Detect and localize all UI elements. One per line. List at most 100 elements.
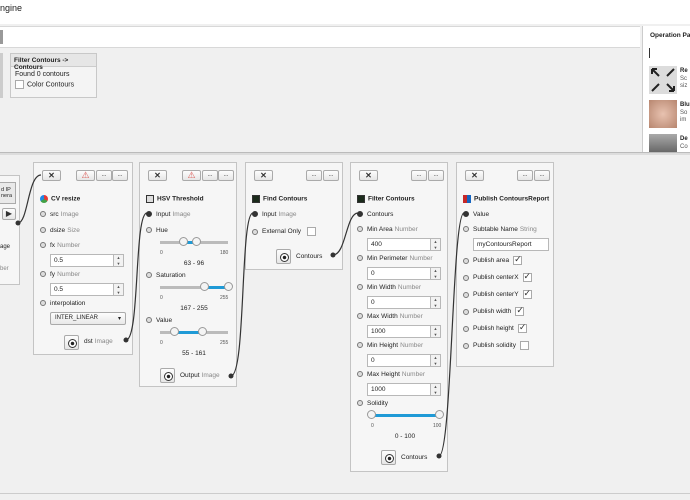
publish-area-checkbox[interactable] (513, 254, 523, 265)
input-socket[interactable] (463, 257, 469, 264)
input-socket[interactable] (463, 342, 469, 349)
interpolation-select[interactable]: INTER_LINEAR▾ (50, 312, 126, 325)
publish-width-checkbox[interactable] (515, 305, 525, 316)
warning-icon[interactable]: ⚠ (76, 170, 95, 181)
input-socket[interactable] (357, 255, 363, 262)
move-left-button[interactable]: ... (96, 170, 112, 181)
input-socket[interactable] (40, 242, 46, 249)
slider-high-handle[interactable] (198, 327, 208, 336)
input-socket[interactable] (40, 300, 46, 307)
max-height-spinner[interactable]: ▲▼ (431, 383, 441, 396)
input-socket[interactable] (357, 342, 363, 349)
warning-icon[interactable]: ⚠ (182, 170, 201, 181)
input-socket[interactable] (463, 291, 469, 298)
source-camera-button[interactable]: d IP nera (0, 182, 16, 204)
move-left-button[interactable]: ... (202, 170, 218, 181)
step-publish-contours-report[interactable]: ✕ ... ... Publish ContoursReport Value S… (456, 162, 554, 367)
input-socket[interactable] (146, 317, 152, 324)
remove-step-button[interactable]: ✕ (148, 170, 167, 181)
input-socket[interactable] (40, 227, 46, 234)
input-socket[interactable] (463, 325, 469, 332)
move-left-button[interactable]: ... (411, 170, 427, 181)
publish-height-checkbox[interactable] (517, 322, 527, 333)
slider-low-handle[interactable] (366, 410, 376, 419)
solidity-slider[interactable] (366, 410, 444, 419)
publish-centery-checkbox[interactable] (522, 288, 532, 299)
move-right-button[interactable]: ... (428, 170, 444, 181)
max-height-input[interactable]: 1000 (367, 383, 431, 396)
input-socket[interactable] (357, 313, 363, 320)
fx-spinner[interactable]: ▲▼ (114, 254, 124, 267)
input-socket[interactable] (357, 400, 363, 407)
input-socket[interactable] (463, 308, 469, 315)
input-socket[interactable] (252, 211, 258, 218)
saturation-slider[interactable] (160, 282, 233, 291)
slider-high-handle[interactable] (191, 237, 201, 246)
input-socket[interactable] (40, 211, 46, 218)
input-socket[interactable] (463, 226, 469, 233)
remove-step-button[interactable]: ✕ (254, 170, 273, 181)
preview-toggle-icon[interactable] (64, 335, 79, 350)
step-filter-contours[interactable]: ✕ ... ... Filter Contours Contours Min A… (350, 162, 448, 472)
input-socket[interactable] (146, 211, 152, 218)
input-socket[interactable] (146, 227, 152, 234)
move-right-button[interactable]: ... (112, 170, 128, 181)
move-right-button[interactable]: ... (218, 170, 234, 181)
move-right-button[interactable]: ... (323, 170, 339, 181)
input-socket[interactable] (463, 211, 469, 218)
min-height-input[interactable]: 0 (367, 354, 431, 367)
move-left-button[interactable]: ... (306, 170, 322, 181)
publish-centerx-checkbox[interactable] (522, 271, 532, 282)
move-left-button[interactable]: ... (517, 170, 533, 181)
subtable-name-input[interactable]: myContoursReport (473, 238, 549, 251)
move-right-button[interactable]: ... (534, 170, 550, 181)
pane-divider[interactable] (0, 152, 690, 155)
input-socket[interactable] (146, 272, 152, 279)
slider-high-handle[interactable] (223, 282, 233, 291)
min-area-input[interactable]: 400 (367, 238, 431, 251)
color-contours-checkbox[interactable] (15, 80, 24, 89)
min-width-spinner[interactable]: ▲▼ (431, 296, 441, 309)
min-perimeter-spinner[interactable]: ▲▼ (431, 267, 441, 280)
fy-spinner[interactable]: ▲▼ (114, 283, 124, 296)
fx-input[interactable]: 0.5 (50, 254, 114, 267)
input-socket[interactable] (252, 228, 258, 235)
min-height-spinner[interactable]: ▲▼ (431, 354, 441, 367)
input-socket[interactable] (463, 274, 469, 281)
preview-toggle-icon[interactable] (160, 368, 175, 383)
input-socket[interactable] (357, 284, 363, 291)
min-perimeter-input[interactable]: 0 (367, 267, 431, 280)
slider-low-handle[interactable] (200, 282, 210, 291)
input-socket[interactable] (357, 211, 363, 218)
max-width-input[interactable]: 1000 (367, 325, 431, 338)
slider-low-handle[interactable] (179, 237, 189, 246)
palette-item-desaturate[interactable]: De Co (647, 134, 690, 152)
input-socket[interactable] (357, 371, 363, 378)
min-area-spinner[interactable]: ▲▼ (431, 238, 441, 251)
value-slider[interactable] (160, 327, 228, 336)
max-width-spinner[interactable]: ▲▼ (431, 325, 441, 338)
slider-low-handle[interactable] (170, 327, 180, 336)
min-width-input[interactable]: 0 (367, 296, 431, 309)
window-title: ngine (0, 3, 23, 13)
play-button[interactable]: ▶ (2, 208, 16, 220)
external-only-checkbox[interactable] (307, 227, 317, 236)
hue-slider[interactable] (160, 237, 228, 246)
input-socket[interactable] (357, 226, 363, 233)
color-contours-toggle[interactable]: Color Contours (15, 80, 92, 90)
input-socket[interactable] (40, 271, 46, 278)
toolbar (0, 26, 640, 48)
preview-toggle-icon[interactable] (381, 450, 396, 465)
slider-high-handle[interactable] (434, 410, 444, 419)
remove-step-button[interactable]: ✕ (42, 170, 61, 181)
publish-solidity-checkbox[interactable] (520, 341, 529, 350)
remove-step-button[interactable]: ✕ (465, 170, 484, 181)
fy-input[interactable]: 0.5 (50, 283, 114, 296)
preview-toggle-icon[interactable] (276, 249, 291, 264)
remove-step-button[interactable]: ✕ (359, 170, 378, 181)
